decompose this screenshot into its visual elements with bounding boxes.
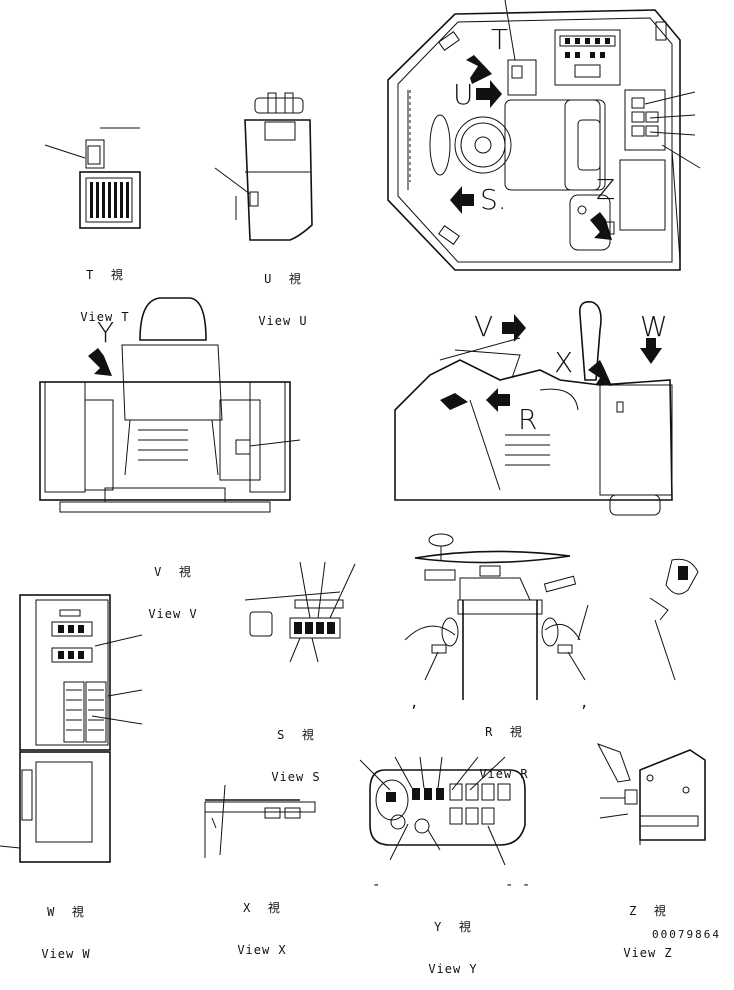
- arrow-y: [88, 348, 112, 376]
- caption-view-t-en: View T: [80, 310, 130, 324]
- caption-view-v-en: View V: [148, 607, 198, 621]
- caption-view-v: V 視 View V: [135, 537, 211, 635]
- caption-view-t-jp: T 視: [86, 268, 124, 282]
- mark-y-right: - -: [505, 877, 531, 893]
- document-number: 00079864: [652, 928, 721, 941]
- caption-view-u-en: View U: [258, 314, 308, 328]
- caption-view-x-en: View X: [237, 943, 287, 957]
- caption-view-r-en: View R: [479, 767, 529, 781]
- letter-z: Z: [596, 173, 616, 206]
- switch-row: [412, 783, 511, 825]
- view-r-drawing: [404, 533, 589, 700]
- mark-r-right: ,: [580, 695, 589, 711]
- view-s-drawing: [244, 561, 356, 663]
- caption-view-z-jp: Z 視: [629, 904, 667, 918]
- caption-view-w-jp: W 視: [47, 905, 85, 919]
- caption-view-z: Z 視 View Z: [610, 876, 686, 974]
- view-x-drawing: [204, 784, 316, 858]
- caption-view-w: W 視 View W: [28, 877, 104, 975]
- view-v-drawing: [39, 297, 301, 513]
- letter-r: R: [518, 403, 538, 436]
- letter-v: V: [474, 310, 494, 343]
- arrow-x2: [440, 393, 468, 410]
- arrow-w: [640, 338, 662, 364]
- arrow-t: [466, 55, 492, 84]
- caption-view-x: X 視 View X: [224, 873, 300, 971]
- caption-view-t: T 視 View T: [70, 240, 140, 338]
- mark-r-left: ,: [410, 695, 419, 711]
- caption-view-s-jp: S 視: [277, 728, 315, 742]
- bellows-side: [505, 434, 550, 466]
- view-z-drawing: [596, 743, 706, 845]
- view-y-drawing: [359, 756, 526, 866]
- caption-view-y: Y 視 View Y: [415, 892, 491, 990]
- hatch-blocks: [438, 31, 615, 245]
- relay-blocks: [58, 625, 84, 659]
- caption-view-s-en: View S: [271, 770, 321, 784]
- arrow-s: [450, 186, 474, 214]
- vent-slots: [90, 182, 129, 218]
- caption-view-r-jp: R 視: [485, 725, 523, 739]
- view-w-drawing: [0, 594, 143, 863]
- mark-y-left: -: [372, 877, 381, 893]
- caption-view-y-jp: Y 視: [434, 920, 472, 934]
- parts-diagram: [0, 0, 706, 866]
- caption-view-y-en: View Y: [428, 962, 478, 976]
- view-u-drawing: [214, 92, 313, 241]
- caption-view-w-en: View W: [41, 947, 91, 961]
- arrow-r: [486, 388, 510, 412]
- cab-plan-view: [387, 0, 701, 271]
- caption-view-z-en: View Z: [623, 946, 673, 960]
- arrow-v: [502, 314, 526, 342]
- letter-u: U: [453, 78, 474, 111]
- bellows: [138, 429, 188, 461]
- caption-view-r: R 視 View R: [466, 697, 542, 795]
- fuse-box: [66, 689, 104, 731]
- letter-t: T: [491, 23, 509, 56]
- caption-view-u: U 視 View U: [245, 244, 321, 342]
- letter-s: S.: [480, 183, 507, 216]
- detail-part: [649, 558, 699, 681]
- letter-x: X: [554, 346, 574, 379]
- arrow-u: [476, 80, 502, 108]
- caption-view-v-jp: V 視: [154, 565, 192, 579]
- caption-view-s: S 視 View S: [258, 700, 334, 798]
- arrow-z: [590, 212, 612, 240]
- arrow-x: [588, 360, 612, 386]
- view-t-drawing: [44, 127, 141, 229]
- caption-view-x-jp: X 視: [243, 901, 281, 915]
- caption-view-u-jp: U 視: [264, 272, 302, 286]
- letter-w: W: [640, 310, 668, 343]
- letter-y: Y: [97, 316, 115, 349]
- side-view-drawing: [394, 300, 673, 516]
